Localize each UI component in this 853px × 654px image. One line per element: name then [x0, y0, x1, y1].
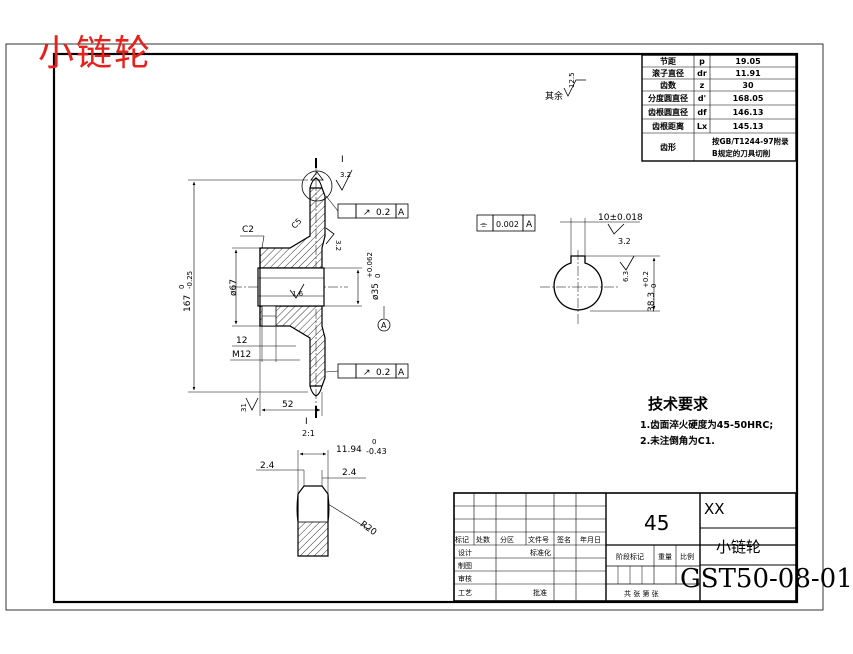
param-value-4: 146.13: [733, 108, 764, 117]
param-value-0: 19.05: [735, 57, 761, 66]
drawing-title: 小链轮: [38, 33, 153, 74]
dim-hub: ø67: [229, 279, 239, 296]
param-symbol-0: p: [699, 57, 705, 66]
drawing-sheet: 节距 p 19.05 滚子直径 dr 11.91 齿数 z 30 分度圆直径 d…: [5, 43, 824, 611]
roughness-face: 3.2: [334, 240, 342, 251]
param-name-0: 节距: [660, 56, 676, 66]
tb-stage: 阶段标记: [616, 552, 644, 561]
tooth-width-tol-up: 0: [372, 438, 376, 446]
dim-52: 52: [282, 400, 293, 410]
tb-header-5: 年月日: [580, 535, 601, 544]
param-name-5: 齿根距离: [652, 121, 684, 131]
roughness-top: 3.2: [340, 171, 351, 179]
tb-row-drafting: 制图: [458, 561, 472, 570]
key-roughness-bottom: 6.3: [622, 271, 630, 282]
chamfer-c5: C5: [290, 217, 304, 231]
tooth-detail: 11.94 0 -0.43 2.4 2.4 R20: [256, 438, 387, 557]
roughness-note-value: 12.5: [568, 72, 576, 88]
param-symbol-2: z: [700, 81, 705, 90]
param-symbol-1: dr: [697, 69, 707, 78]
param-value-6a: 按GB/T1244-97附录: [712, 136, 789, 146]
dim-outer-tol-up: 0: [178, 285, 186, 289]
keyway-view: ⌯ 0.002 A 10±0.018 3.2 6.3 38.3 +0.2 0: [476, 213, 660, 324]
tb-header-4: 签名: [557, 535, 571, 544]
key-depth: 38.3: [647, 292, 657, 312]
tb-header-0: 标记: [455, 535, 469, 544]
key-tol-value: 0.002: [496, 220, 519, 229]
tooth-width-tol-low: -0.43: [366, 447, 387, 456]
tb-material: 45: [644, 511, 669, 535]
tb-row-review: 审核: [458, 574, 472, 583]
key-width: 10±0.018: [598, 213, 643, 223]
param-value-3: 168.05: [733, 94, 764, 103]
param-value-6b: B规定的刀具切削: [712, 148, 771, 158]
tb-header-1: 处数: [476, 535, 490, 544]
tb-sheet: 共 张 第 张: [624, 589, 659, 598]
tol-top-datum: A: [398, 208, 405, 218]
dim-m12: M12: [232, 350, 251, 360]
param-table: 节距 p 19.05 滚子直径 dr 11.91 齿数 z 30 分度圆直径 d…: [641, 54, 797, 162]
roughness-bore: 1.6: [292, 290, 304, 298]
tb-row-design: 设计: [458, 548, 472, 557]
dim-bore: ø35: [371, 283, 381, 300]
drawing-number: GST50-08-01: [680, 564, 853, 594]
param-symbol-3: d': [698, 94, 706, 103]
key-depth-tol-up: +0.2: [642, 271, 650, 288]
datum-a: A: [381, 321, 387, 330]
inner-border: [52, 52, 799, 604]
outer-border: [5, 43, 824, 611]
tol-bottom-value: 0.2: [376, 368, 390, 378]
param-value-5: 145.13: [733, 122, 764, 131]
dim-bore-tol-low: 0: [374, 274, 382, 278]
dim-bore-tol-up: +0.062: [366, 252, 374, 278]
key-tol-symbol: ⌯: [480, 220, 488, 230]
param-symbol-4: df: [697, 108, 707, 117]
tooth-left: 2.4: [260, 461, 275, 471]
tooth-width: 11.94: [336, 445, 362, 455]
tooth-right: 2.4: [342, 468, 357, 478]
tb-scale: 比例: [680, 552, 694, 561]
param-name-4: 齿根圆直径: [648, 107, 688, 117]
roughness-note: 其余 12.5: [545, 72, 586, 102]
tb-company: XX: [704, 500, 725, 518]
param-name-6: 齿形: [660, 142, 676, 152]
tb-weight: 重量: [658, 553, 672, 561]
tb-approve: 批准: [533, 588, 547, 597]
main-section-view: I I 2:1 3.2 1.6 3.2 C2 C5 ↗ 0.2 A ↗ 0.2 …: [178, 155, 409, 438]
dim-outer-tol-low: -0.25: [186, 271, 194, 289]
tb-row-process: 工艺: [458, 589, 472, 597]
param-value-2: 30: [742, 81, 754, 90]
key-tol-datum: A: [526, 220, 533, 230]
tol-bottom-datum: A: [398, 368, 405, 378]
tech-title: 技术要求: [648, 395, 709, 413]
section-label-bottom: I: [305, 417, 308, 427]
dim-12: 12: [236, 336, 247, 346]
dim-outer: 167: [183, 295, 193, 312]
param-name-1: 滚子直径: [652, 68, 684, 78]
section-ratio: 2:1: [302, 429, 315, 438]
chamfer-c2: C2: [242, 225, 254, 235]
tech-item-1: 1.齿面淬火硬度为45-50HRC;: [640, 419, 773, 431]
tol-top-value: 0.2: [376, 208, 390, 218]
dim-31: 31: [240, 403, 248, 412]
param-name-3: 分度圆直径: [648, 93, 688, 103]
tech-item-2: 2.未注倒角为C1.: [640, 435, 715, 447]
tb-header-2: 分区: [500, 535, 514, 544]
tol-top-symbol: ↗: [363, 208, 371, 218]
tooth-radius: R20: [358, 520, 378, 539]
tb-header-3: 文件号: [528, 535, 549, 544]
param-value-1: 11.91: [735, 69, 761, 78]
key-roughness-side: 3.2: [618, 237, 631, 246]
section-label-top: I: [341, 155, 344, 165]
tb-std: 标准化: [530, 548, 551, 557]
title-block: 标记 处数 分区 文件号 签名 年月日 设计 制图 审核 工艺 标准化 批准 阶…: [453, 492, 797, 602]
key-depth-tol-low: 0: [650, 284, 658, 288]
roughness-note-label: 其余: [545, 90, 563, 102]
tb-part-name: 小链轮: [716, 538, 761, 556]
tol-bottom-symbol: ↗: [363, 368, 371, 378]
param-symbol-5: Lx: [697, 122, 708, 131]
param-name-2: 齿数: [660, 80, 677, 90]
tech-requirements: 技术要求 1.齿面淬火硬度为45-50HRC; 2.未注倒角为C1.: [640, 395, 773, 447]
